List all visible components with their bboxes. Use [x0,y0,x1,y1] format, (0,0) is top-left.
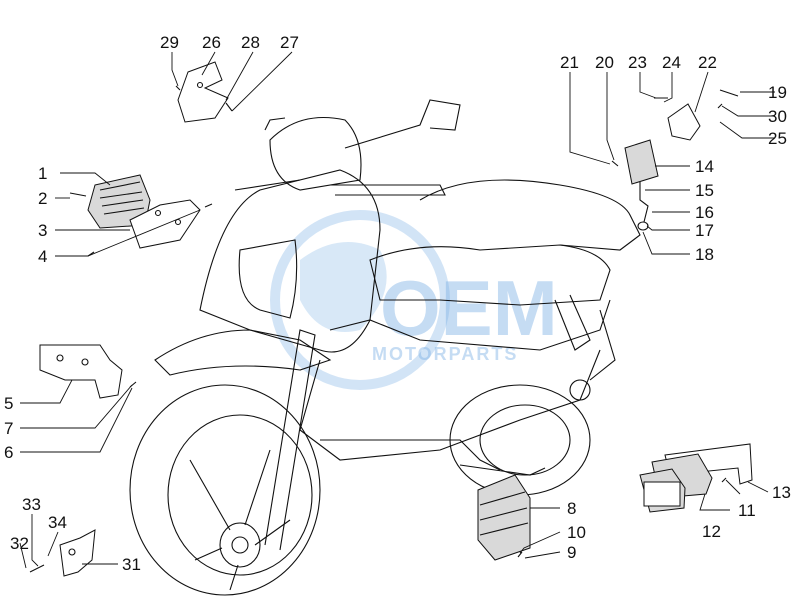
callout-3: 3 [38,221,47,240]
callout-2: 2 [38,189,47,208]
callout-7: 7 [4,419,13,438]
part-boxes-11-13 [639,443,753,513]
callout-26: 26 [202,33,221,52]
leader-lines [19,51,775,569]
callout-10: 10 [567,523,586,542]
watermark-subtitle: MOTORPARTS [372,344,518,364]
callout-16: 16 [695,203,714,222]
screws [29,85,739,573]
callout-11: 11 [738,501,756,520]
callout-1: 1 [38,164,47,183]
part-bracket-26 [177,61,229,123]
callout-14: 14 [695,157,714,176]
callout-18: 18 [695,245,714,264]
callout-30: 30 [768,107,787,126]
watermark-logo: OEM MOTORPARTS [270,210,558,390]
callout-12: 12 [702,522,721,541]
callout-8: 8 [567,499,576,518]
callout-23: 23 [628,53,647,72]
callout-33: 33 [22,495,41,514]
part-bracket-31 [59,529,96,577]
callout-13: 13 [772,483,791,502]
callout-28: 28 [241,33,260,52]
callout-32: 32 [10,534,29,553]
callout-25: 25 [768,129,787,148]
callout-21: 21 [560,53,579,72]
callout-17: 17 [695,221,714,240]
callout-19: 19 [768,83,787,102]
scooter-illustration [129,99,641,596]
watermark-logo-text: OEM [380,264,558,352]
callout-31: 31 [122,555,141,574]
callout-9: 9 [567,543,576,562]
callout-29: 29 [160,33,179,52]
callout-24: 24 [662,53,681,72]
callout-34: 34 [48,513,67,532]
part-cdi-8 [477,474,531,561]
callout-6: 6 [4,443,13,462]
callout-20: 20 [595,53,614,72]
callout-labels: 1 2 3 4 5 6 7 8 9 10 11 12 13 14 15 16 1… [4,33,791,574]
callout-4: 4 [38,247,47,266]
callout-5: 5 [4,394,13,413]
callout-27: 27 [280,33,299,52]
callout-15: 15 [695,181,714,200]
part-bracket-5 [39,344,123,399]
part-relay-14 [624,103,701,231]
callout-22: 22 [698,53,717,72]
